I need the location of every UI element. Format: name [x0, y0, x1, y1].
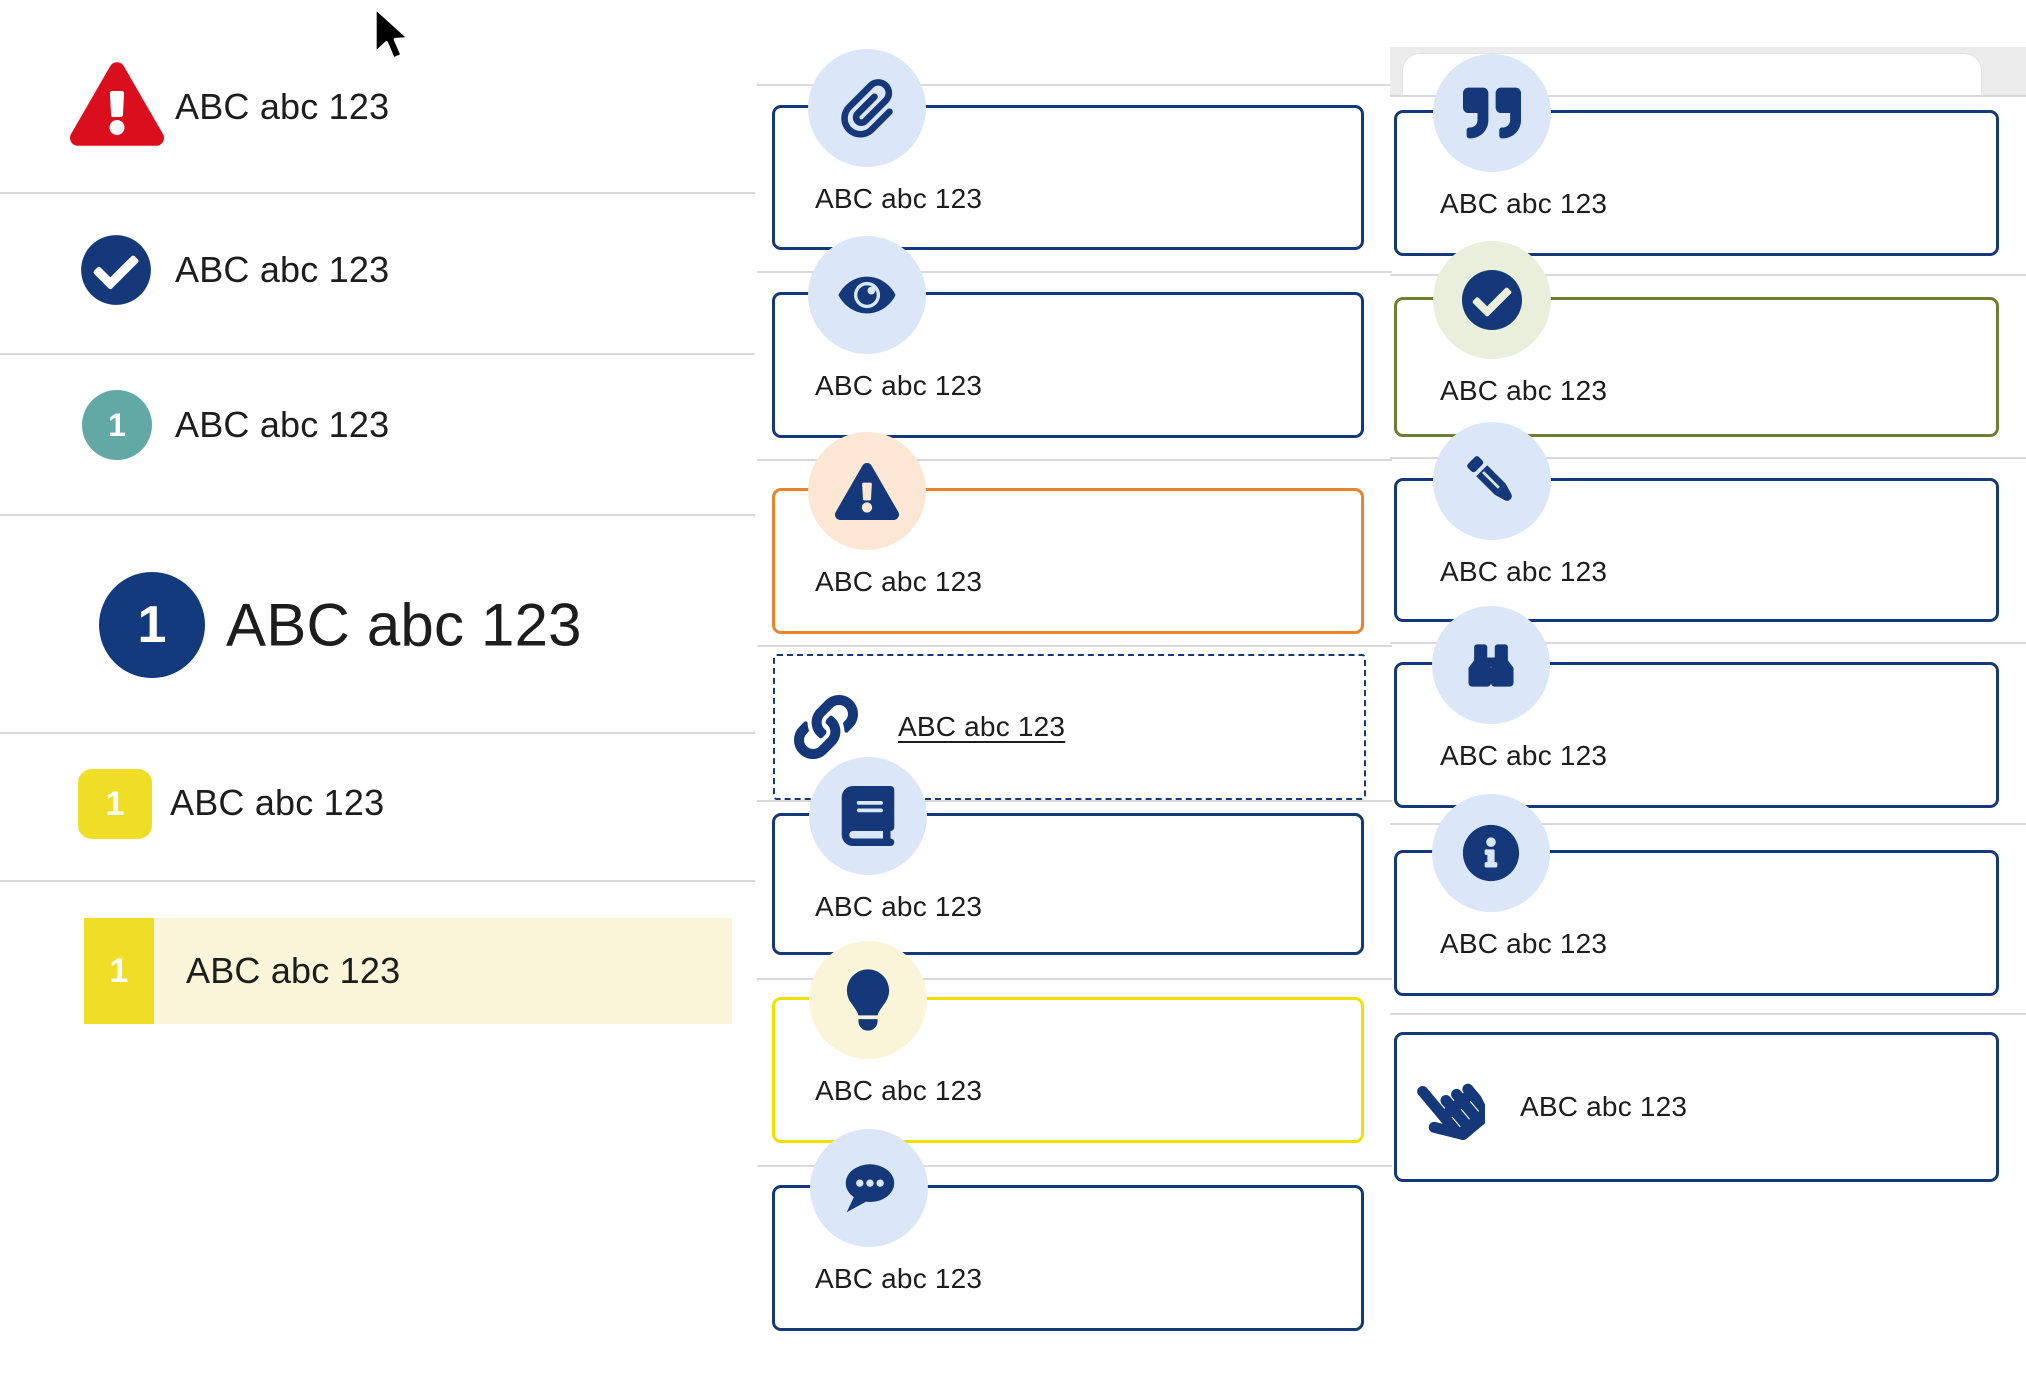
check-circle-icon: [80, 234, 152, 311]
step-badge-yellow: 1: [84, 918, 154, 1024]
eye-icon: [808, 236, 926, 354]
callout-label: ABC abc 123: [1440, 556, 1608, 587]
divider: [0, 353, 755, 355]
divider: [757, 271, 1392, 273]
hand-pointer-icon: [1415, 1072, 1491, 1147]
highlighted-list-row: [84, 918, 732, 1024]
callout-link: [773, 654, 1366, 800]
divider: [1390, 457, 2026, 459]
divider: [757, 1165, 1392, 1167]
list-item-label: ABC abc 123: [186, 950, 401, 991]
cursor-pointer-icon: [370, 6, 416, 73]
divider: [0, 192, 755, 194]
list-item-label: ABC abc 123: [175, 249, 390, 290]
callout-label: ABC abc 123: [1440, 740, 1608, 771]
divider: [1390, 1013, 2026, 1015]
divider: [1390, 642, 2026, 644]
callout-label: ABC abc 123: [1520, 1091, 1688, 1122]
divider: [1390, 95, 2026, 97]
divider: [0, 514, 755, 516]
paperclip-icon: [808, 49, 926, 167]
divider: [1390, 823, 2026, 825]
list-item-label: ABC abc 123: [175, 404, 390, 445]
divider: [757, 800, 1392, 802]
callout-label: ABC abc 123: [815, 370, 983, 401]
link-icon: [793, 694, 858, 764]
callout-warning: [772, 488, 1364, 634]
step-badge-large: 1: [99, 572, 205, 678]
callout-label: ABC abc 123: [815, 1075, 983, 1106]
callout-label: ABC abc 123: [1440, 188, 1608, 219]
warning-triangle-icon: [70, 62, 165, 151]
callout-label: ABC abc 123: [815, 566, 983, 597]
quote-right-icon: [1433, 54, 1551, 172]
callout-link-text[interactable]: ABC abc 123: [898, 711, 1066, 742]
step-badge: 1: [82, 390, 152, 460]
callout-action: [1394, 1032, 1999, 1182]
list-item-label: ABC abc 123: [170, 782, 385, 823]
step-badge-yellow: 1: [78, 769, 152, 839]
divider: [757, 84, 1392, 86]
info-circle-icon: [1432, 794, 1550, 912]
pencil-icon: [1433, 422, 1551, 540]
check-circle-icon: [1433, 241, 1551, 359]
divider: [757, 645, 1392, 647]
callout-label: ABC abc 123: [815, 891, 983, 922]
divider: [757, 978, 1392, 980]
callout-label: ABC abc 123: [1440, 928, 1608, 959]
book-icon: [809, 757, 927, 875]
callout-label: ABC abc 123: [815, 183, 983, 214]
warning-triangle-icon: [808, 432, 926, 550]
divider: [757, 459, 1392, 461]
divider: [0, 880, 755, 882]
divider: [1390, 274, 2026, 276]
callout-label: ABC abc 123: [1440, 375, 1608, 406]
list-item-label: ABC abc 123: [226, 591, 582, 659]
callout-label: ABC abc 123: [815, 1263, 983, 1294]
comment-dots-icon: [810, 1129, 928, 1247]
list-item-label: ABC abc 123: [175, 86, 390, 127]
lightbulb-icon: [809, 941, 927, 1059]
binoculars-icon: [1432, 606, 1550, 724]
divider: [0, 732, 755, 734]
